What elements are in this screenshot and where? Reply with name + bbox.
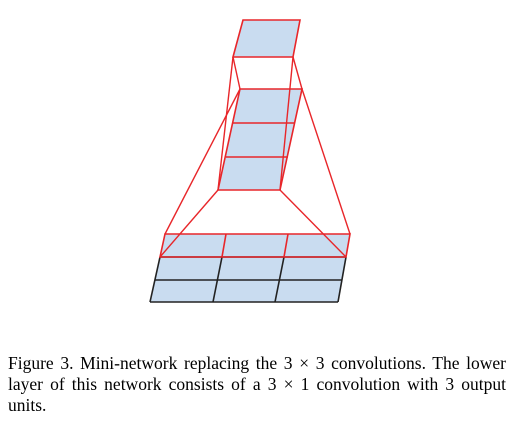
connection-line (159, 189, 219, 258)
mini-network-diagram (149, 19, 351, 303)
top-unit-outline (231, 19, 301, 58)
connection-line (279, 56, 294, 191)
connection-lines (159, 56, 351, 258)
bottom-grid-col-line (283, 233, 289, 258)
bottom-grid-col-line (212, 256, 223, 303)
connection-line (217, 56, 234, 191)
bottom-grid-fill (150, 234, 350, 302)
connection-line (164, 88, 241, 235)
bottom-layer-grid (149, 233, 351, 303)
connection-line (279, 189, 347, 258)
bottom-grid-edge (337, 256, 347, 303)
middle-layer-column (217, 88, 303, 191)
bottom-grid-col-line (274, 256, 285, 303)
top-layer-unit (231, 19, 301, 58)
connection-line (301, 88, 351, 235)
connection-line (232, 56, 241, 90)
figure-caption: Figure 3. Mini-network replacing the 3 ×… (8, 353, 506, 415)
middle-column-fill (218, 89, 302, 190)
bottom-grid-edge (149, 256, 161, 303)
bottom-grid-col-line (221, 233, 227, 258)
connection-line (292, 56, 303, 90)
top-unit-fill (233, 20, 300, 57)
